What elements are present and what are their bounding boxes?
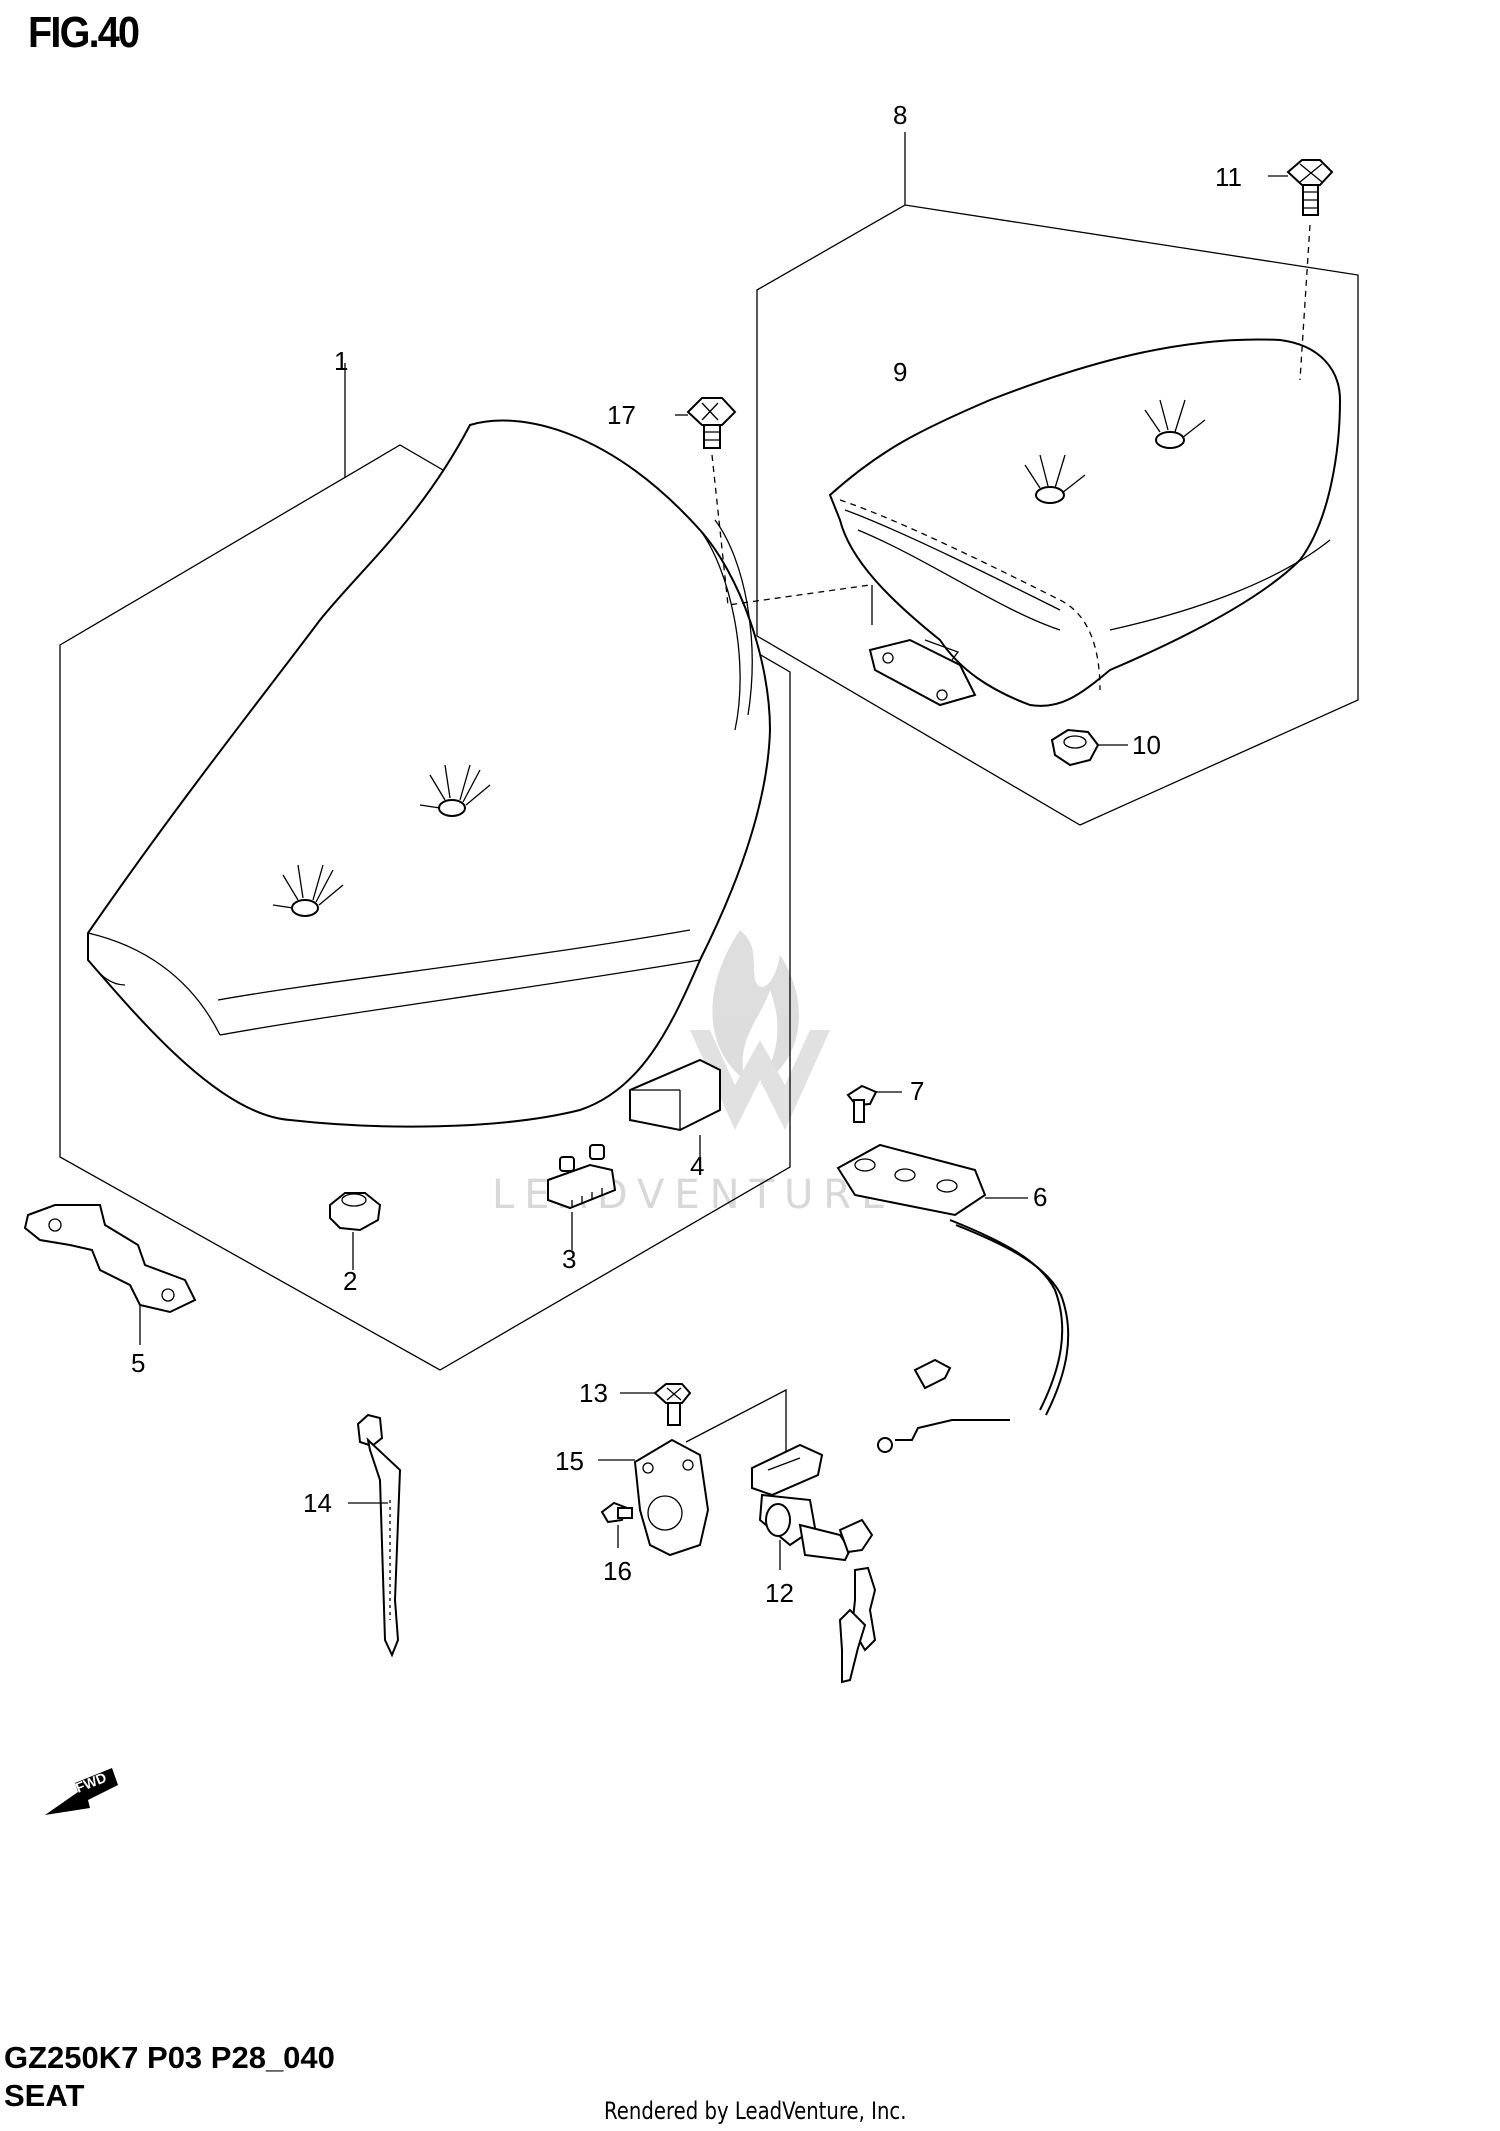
section-name: SEAT bbox=[4, 2078, 85, 2113]
model-code: GZ250K7 P03 P28_040 bbox=[4, 2040, 335, 2075]
cushion-part-2 bbox=[329, 1192, 382, 1270]
callout-7: 7 bbox=[910, 1076, 924, 1106]
nut-part-10 bbox=[1050, 728, 1128, 767]
bolt-part-17 bbox=[675, 397, 871, 606]
callout-11: 11 bbox=[1215, 162, 1242, 192]
callout-9: 9 bbox=[893, 357, 907, 387]
cable-tie-part-14 bbox=[348, 1413, 402, 1658]
figure-title: FIG.40 bbox=[28, 8, 140, 57]
screw-part-7 bbox=[846, 1084, 902, 1123]
bolt-part-11 bbox=[1268, 159, 1334, 381]
callout-12: 12 bbox=[765, 1578, 794, 1608]
front-seat-group-box bbox=[59, 363, 791, 1371]
rear-seat-group-box bbox=[756, 132, 1359, 826]
credit-text: Rendered by LeadVenture, Inc. bbox=[604, 2097, 907, 2125]
bracket-part-5 bbox=[23, 1204, 197, 1345]
lock-bracket-part-15 bbox=[598, 1388, 787, 1557]
seat-tuft bbox=[419, 764, 491, 817]
callout-14: 14 bbox=[303, 1488, 332, 1518]
front-seat-part-1 bbox=[87, 419, 772, 1128]
seat-tuft bbox=[1144, 399, 1206, 449]
bolt-part-13 bbox=[620, 1383, 692, 1426]
callout-15: 15 bbox=[555, 1446, 584, 1476]
rear-seat-part-9 bbox=[828, 338, 1342, 707]
seat-tuft bbox=[272, 864, 344, 917]
callout-10: 10 bbox=[1132, 730, 1161, 760]
callout-4: 4 bbox=[690, 1151, 704, 1181]
fwd-arrow-icon: FWD bbox=[45, 1768, 118, 1815]
seat-lock-part-12 bbox=[751, 1443, 877, 1684]
callout-1: 1 bbox=[334, 346, 348, 376]
callout-2: 2 bbox=[343, 1266, 357, 1296]
lock-cable-part-6 bbox=[836, 1143, 1070, 1453]
damper-part-4 bbox=[629, 1058, 721, 1158]
callout-8: 8 bbox=[893, 100, 907, 130]
rubber-part-3 bbox=[547, 1144, 617, 1250]
callout-6: 6 bbox=[1033, 1182, 1047, 1212]
callout-17: 17 bbox=[607, 400, 636, 430]
callout-13: 13 bbox=[579, 1378, 608, 1408]
callout-3: 3 bbox=[562, 1244, 576, 1274]
screw-part-16 bbox=[600, 1501, 633, 1548]
seat-tuft bbox=[1024, 454, 1086, 504]
callout-16: 16 bbox=[603, 1556, 632, 1586]
callout-5: 5 bbox=[131, 1348, 145, 1378]
